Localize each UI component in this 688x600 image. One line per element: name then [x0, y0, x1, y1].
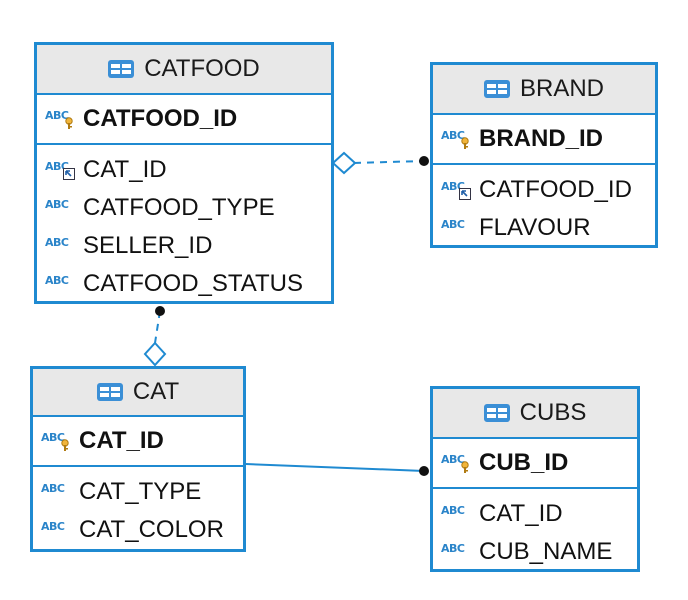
abc-text-type-icon: ABC	[41, 482, 65, 495]
column-name: CAT_TYPE	[79, 478, 202, 505]
column-row[interactable]: ABC CATFOOD_STATUS	[37, 265, 331, 303]
column-name: CATFOOD_STATUS	[83, 270, 304, 297]
relationship-catfood-brand-diamond	[331, 151, 357, 175]
entity-title: CUBS	[519, 399, 587, 426]
entity-header: CATFOOD	[37, 45, 331, 95]
table-icon	[483, 404, 510, 422]
abc-text-type-icon: ABC	[441, 453, 471, 473]
column-name: CAT_ID	[83, 156, 167, 183]
columns-section: ABC CAT_ID ABC CATFOOD_TYPE ABC SELLER_I…	[37, 145, 331, 303]
key-icon	[65, 117, 73, 129]
entity-header: CAT	[33, 369, 243, 417]
table-icon	[108, 60, 135, 78]
primary-key-section: ABC BRAND_ID	[433, 115, 655, 165]
column-row[interactable]: ABC CAT_ID	[433, 495, 637, 533]
column-row[interactable]: ABC CAT_TYPE	[33, 473, 243, 511]
column-name: SELLER_ID	[83, 232, 213, 259]
relationship-catfood-cat-dot	[155, 306, 165, 316]
column-row[interactable]: ABC BRAND_ID	[433, 119, 655, 159]
columns-section: ABC CAT_TYPE ABC CAT_COLOR	[33, 467, 243, 549]
abc-text-type-icon: ABC	[441, 129, 471, 149]
abc-text-type-icon: ABC	[45, 274, 69, 287]
abc-text-type-icon: ABC	[441, 542, 465, 555]
entity-title: CAT	[132, 378, 180, 405]
abc-text-type-icon: ABC	[45, 198, 69, 211]
entity-header: CUBS	[433, 389, 637, 439]
column-row[interactable]: ABC CAT_ID	[37, 151, 331, 189]
column-row[interactable]: ABC CUB_NAME	[433, 533, 637, 571]
columns-section: ABC CAT_ID ABC CUB_NAME	[433, 489, 637, 571]
column-name: CUB_NAME	[479, 538, 613, 565]
column-name: BRAND_ID	[479, 125, 604, 152]
column-row[interactable]: ABC CUB_ID	[433, 443, 637, 483]
column-row[interactable]: ABC CAT_COLOR	[33, 511, 243, 549]
foreign-key-icon	[63, 168, 75, 180]
key-icon	[461, 137, 469, 149]
abc-text-type-icon: ABC	[45, 160, 75, 180]
columns-section: ABC CATFOOD_ID ABC FLAVOUR	[433, 165, 655, 247]
abc-text-type-icon: ABC	[441, 180, 471, 200]
abc-text-type-icon: ABC	[45, 109, 75, 129]
column-row[interactable]: ABC CATFOOD_ID	[37, 99, 331, 139]
table-icon	[96, 383, 123, 401]
abc-text-type-icon: ABC	[441, 504, 465, 517]
abc-text-type-icon: ABC	[41, 520, 65, 533]
column-name: CAT_ID	[479, 500, 563, 527]
key-icon	[61, 439, 69, 451]
foreign-key-icon	[459, 188, 471, 200]
column-name: CATFOOD_ID	[83, 105, 238, 132]
relationship-cat-cubs-dot	[419, 466, 429, 476]
entity-brand[interactable]: BRAND ABC BRAND_ID ABC CATFOOD_ID	[430, 62, 658, 248]
column-name: CAT_COLOR	[79, 516, 224, 543]
column-row[interactable]: ABC FLAVOUR	[433, 209, 655, 247]
primary-key-section: ABC CAT_ID	[33, 417, 243, 467]
entity-cat[interactable]: CAT ABC CAT_ID ABC CAT_TYPE ABC CAT_COLO…	[30, 366, 246, 552]
entity-cubs[interactable]: CUBS ABC CUB_ID ABC CAT_ID ABC CUB_NAME	[430, 386, 640, 572]
column-row[interactable]: ABC CATFOOD_TYPE	[37, 189, 331, 227]
column-name: CUB_ID	[479, 449, 569, 476]
entity-title: BRAND	[519, 75, 604, 102]
column-row[interactable]: ABC CAT_ID	[33, 421, 243, 461]
column-name: FLAVOUR	[479, 214, 591, 241]
entity-header: BRAND	[433, 65, 655, 115]
relationship-catfood-cat	[154, 310, 161, 344]
key-icon	[461, 461, 469, 473]
abc-text-type-icon: ABC	[441, 218, 465, 231]
entity-catfood[interactable]: CATFOOD ABC CATFOOD_ID ABC CAT_ID	[34, 42, 334, 304]
entity-title: CATFOOD	[144, 55, 260, 82]
column-row[interactable]: ABC SELLER_ID	[37, 227, 331, 265]
column-name: CATFOOD_ID	[479, 176, 632, 203]
primary-key-section: ABC CATFOOD_ID	[37, 95, 331, 145]
column-row[interactable]: ABC CATFOOD_ID	[433, 171, 655, 209]
primary-key-section: ABC CUB_ID	[433, 439, 637, 489]
column-name: CATFOOD_TYPE	[83, 194, 275, 221]
table-icon	[483, 80, 510, 98]
relationship-catfood-brand	[353, 160, 425, 164]
relationship-catfood-cat-diamond	[143, 341, 167, 367]
abc-text-type-icon: ABC	[45, 236, 69, 249]
column-name: CAT_ID	[79, 427, 164, 454]
relationship-catfood-brand-dot	[419, 156, 429, 166]
abc-text-type-icon: ABC	[41, 431, 71, 451]
relationship-cat-cubs	[245, 463, 425, 472]
